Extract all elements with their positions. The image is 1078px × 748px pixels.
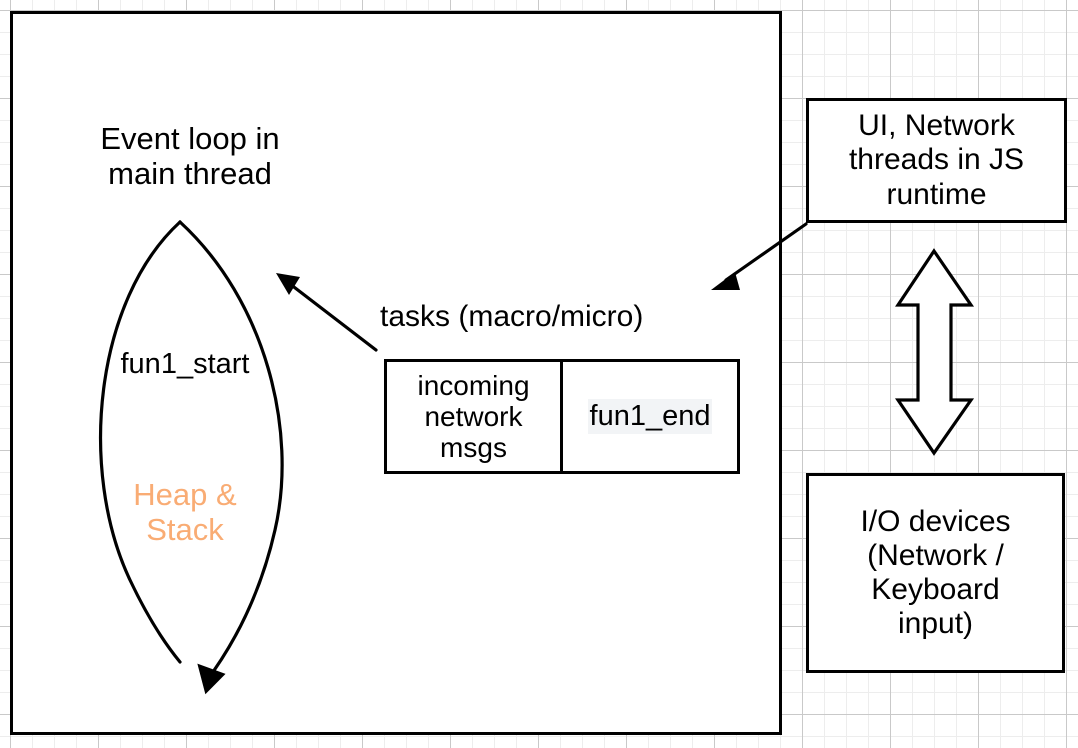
ui-network-threads-label: UI, Network threads in JS runtime xyxy=(848,109,1025,211)
io-devices-box[interactable]: I/O devices (Network / Keyboard input) xyxy=(806,473,1065,673)
task-label-fun1-end: fun1_end xyxy=(587,399,713,434)
arrow-ui-threads-to-io-devices xyxy=(894,248,975,456)
tasks-queue-caption: tasks (macro/micro) xyxy=(380,300,644,333)
task-cell-fun1-end[interactable]: fun1_end xyxy=(563,362,737,471)
heap-and-stack-label: Heap & Stack xyxy=(133,477,237,547)
task-label-incoming-network-msgs: incoming network msgs xyxy=(417,370,530,463)
tasks-queue-table: incoming network msgs fun1_end xyxy=(384,359,740,474)
ui-network-threads-box[interactable]: UI, Network threads in JS runtime xyxy=(806,98,1067,223)
task-cell-incoming-network-msgs[interactable]: incoming network msgs xyxy=(387,362,563,471)
fun1-start-label: fun1_start xyxy=(120,348,250,380)
io-devices-label: I/O devices (Network / Keyboard input) xyxy=(860,504,1011,641)
event-loop-title: Event loop in main thread xyxy=(100,121,280,191)
